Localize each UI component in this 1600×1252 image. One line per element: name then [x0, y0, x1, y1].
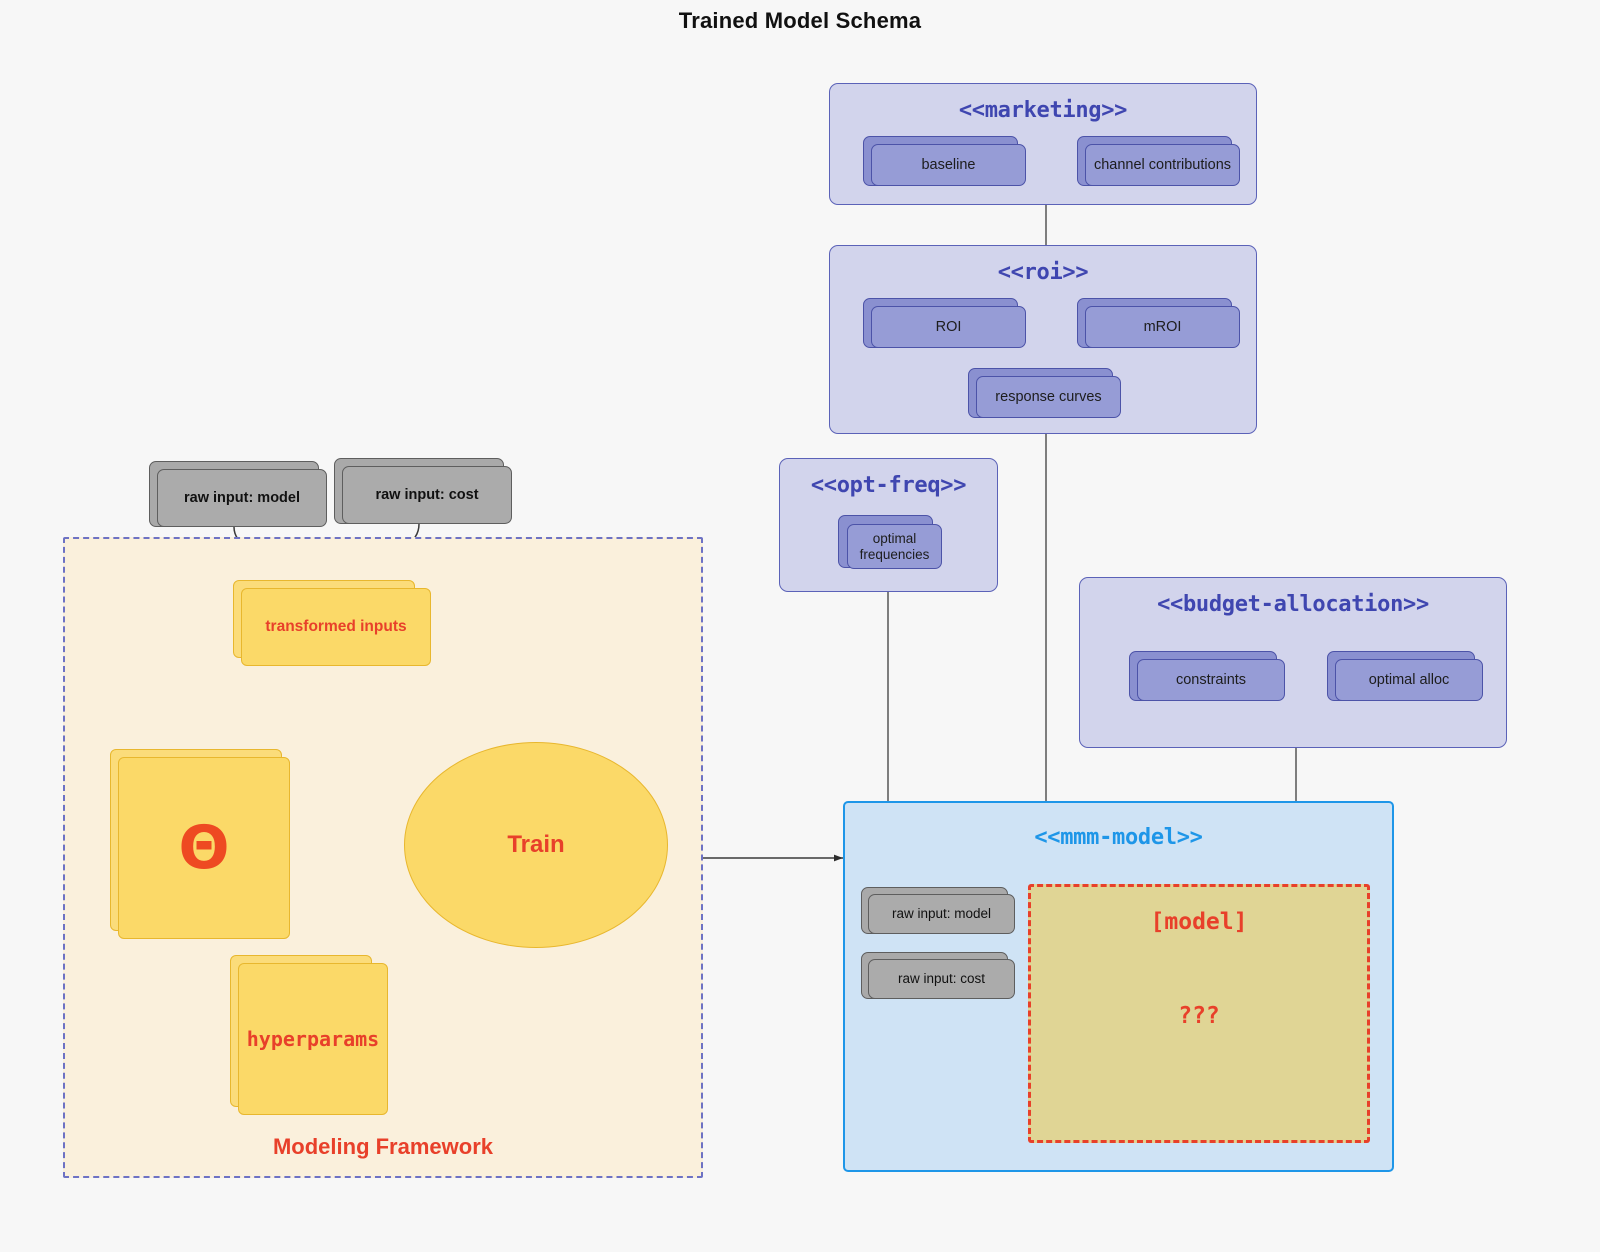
package-marketing-title: <<marketing>> — [958, 98, 1128, 123]
node-baseline[interactable]: baseline — [863, 136, 1026, 186]
model-placeholder-label: [model] — [1150, 909, 1248, 935]
node-response-curves-label: response curves — [976, 376, 1121, 418]
node-mmm-raw-input-model-label: raw input: model — [868, 894, 1015, 934]
node-train[interactable]: Train — [404, 742, 668, 948]
package-roi[interactable]: <<roi>> ROI mROI response curves — [829, 245, 1257, 434]
package-mmm-model[interactable]: <<mmm-model>> raw input: model raw input… — [843, 801, 1394, 1172]
node-mmm-raw-input-cost[interactable]: raw input: cost — [861, 952, 1015, 999]
node-theta-glyph-wrap: Θ — [118, 757, 290, 939]
node-channel-contributions-label: channel contributions — [1085, 144, 1240, 186]
package-opt-freq-title: <<opt-freq>> — [810, 473, 967, 498]
node-channel-contributions[interactable]: channel contributions — [1077, 136, 1240, 186]
modeling-framework-label: Modeling Framework — [272, 1134, 494, 1159]
package-roi-title: <<roi>> — [997, 260, 1089, 285]
package-marketing[interactable]: <<marketing>> baseline channel contribut… — [829, 83, 1257, 205]
node-baseline-label: baseline — [871, 144, 1026, 186]
node-optimal-frequencies[interactable]: optimal frequencies — [838, 515, 942, 569]
page-title: Trained Model Schema — [678, 8, 922, 33]
node-mroi[interactable]: mROI — [1077, 298, 1240, 348]
node-transformed-inputs[interactable]: transformed inputs — [233, 580, 431, 666]
node-optimal-frequencies-label: optimal frequencies — [847, 524, 942, 569]
node-optimal-alloc[interactable]: optimal alloc — [1327, 651, 1483, 701]
node-constraints-label: constraints — [1137, 659, 1285, 701]
node-hyperparams[interactable]: hyperparams — [230, 955, 388, 1115]
node-transformed-inputs-label: transformed inputs — [241, 588, 431, 666]
node-response-curves[interactable]: response curves — [968, 368, 1121, 418]
node-roi-label: ROI — [871, 306, 1026, 348]
theta-icon: Θ — [178, 813, 230, 883]
node-roi[interactable]: ROI — [863, 298, 1026, 348]
package-budget-allocation[interactable]: <<budget-allocation>> constraints optima… — [1079, 577, 1507, 748]
node-theta[interactable]: Θ — [110, 749, 290, 939]
package-mmm-model-title: <<mmm-model>> — [1034, 825, 1203, 850]
node-hyperparams-label: hyperparams — [238, 963, 388, 1115]
node-mmm-raw-input-model[interactable]: raw input: model — [861, 887, 1015, 934]
model-placeholder-box[interactable]: [model] ??? — [1028, 884, 1370, 1143]
node-constraints[interactable]: constraints — [1129, 651, 1285, 701]
node-raw-input-model[interactable]: raw input: model — [149, 461, 327, 527]
node-raw-input-model-label: raw input: model — [157, 469, 327, 527]
node-raw-input-cost-label: raw input: cost — [342, 466, 512, 524]
package-budget-allocation-title: <<budget-allocation>> — [1157, 592, 1429, 617]
node-mmm-raw-input-cost-label: raw input: cost — [868, 959, 1015, 999]
model-unknown-label: ??? — [1178, 1003, 1220, 1029]
package-opt-freq[interactable]: <<opt-freq>> optimal frequencies — [779, 458, 998, 592]
node-raw-input-cost[interactable]: raw input: cost — [334, 458, 512, 524]
node-mroi-label: mROI — [1085, 306, 1240, 348]
node-optimal-alloc-label: optimal alloc — [1335, 659, 1483, 701]
node-train-label: Train — [507, 831, 565, 858]
